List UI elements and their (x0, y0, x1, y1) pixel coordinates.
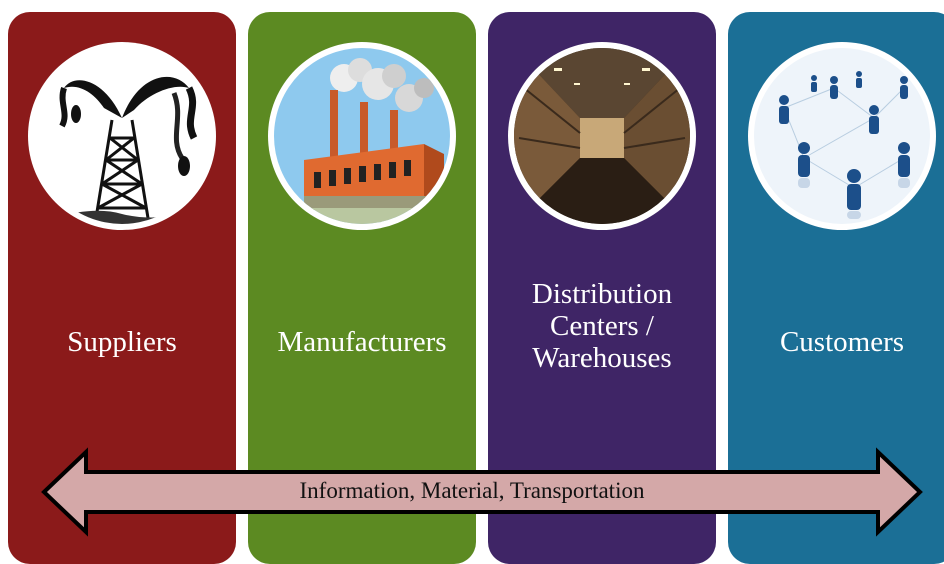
manufacturers-label: Manufacturers (277, 326, 447, 358)
suppliers-label: Suppliers (67, 326, 177, 358)
customers-label: Customers (779, 326, 905, 358)
distribution-label: Distribution Centers / Warehouses (488, 278, 716, 374)
factory-image (268, 42, 456, 230)
customer-network-image (748, 42, 936, 230)
arrow-label: Information, Material, Transportation (299, 478, 645, 503)
distribution-label-line-1: Distribution (531, 278, 673, 310)
oil-derrick-image (28, 42, 216, 230)
warehouse-image (508, 42, 696, 230)
double-arrow (41, 447, 923, 537)
suppliers-panel: Suppliers (8, 12, 236, 564)
distribution-label-line-2: Centers / (550, 310, 654, 342)
distribution-label-line-3: Warehouses (532, 342, 672, 374)
